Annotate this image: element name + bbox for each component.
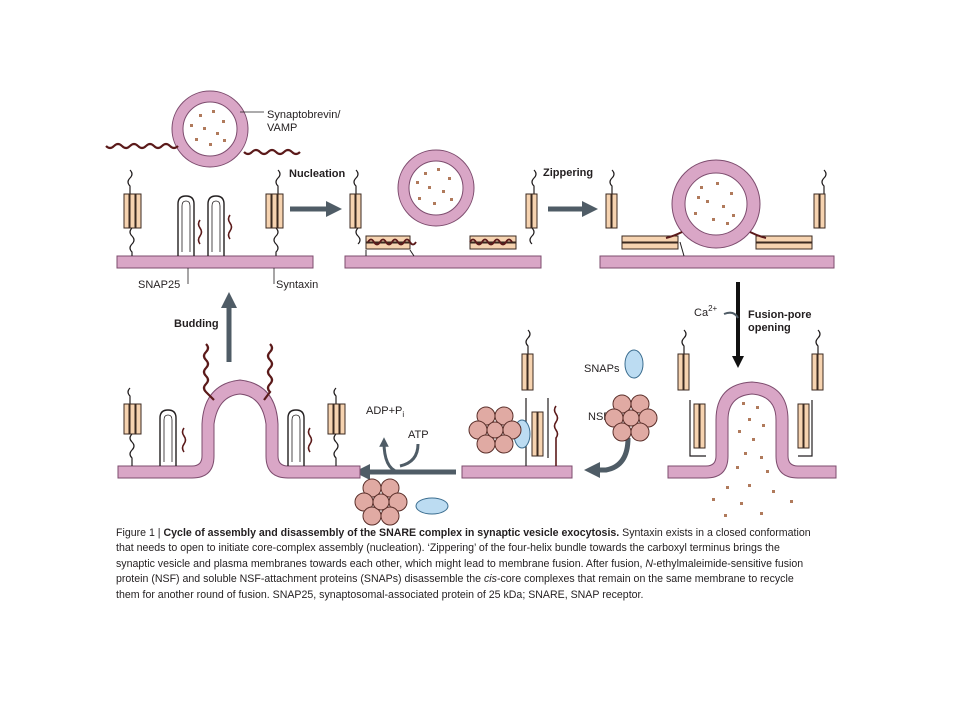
snaps-label: SNAPs: [584, 363, 620, 375]
synaptic-vesicle: [671, 159, 761, 249]
plasma-membrane: [599, 255, 835, 269]
figure-label: Figure 1 |: [116, 527, 164, 539]
syntaxin-closed-left: [123, 169, 142, 256]
atp-input: [399, 443, 420, 468]
snare-complex-right: [755, 169, 827, 250]
caption-italic-cis: cis: [484, 573, 497, 586]
syntaxin-closed-right: [265, 169, 284, 256]
syntaxin-closed-right: [327, 387, 346, 466]
snaps-released: [415, 497, 449, 515]
panel-nucleation: [344, 149, 542, 269]
calcium-label: Ca2+: [694, 304, 718, 319]
panel-budding: [117, 343, 361, 479]
nsf-binding-arrow: [583, 437, 631, 479]
figure-caption: Figure 1 | Cycle of assembly and disasse…: [116, 526, 816, 603]
synaptobrevin-left: [105, 142, 179, 150]
nsf-released: [354, 478, 408, 526]
snap25-loop-right: [287, 409, 313, 466]
synaptobrevin-label: Synaptobrevin/: [267, 109, 341, 121]
budding-label: Budding: [174, 318, 219, 330]
fusion-pore-label: Fusion-pore: [748, 309, 812, 321]
syntaxin-open-left: [349, 169, 415, 257]
syntaxin-open-right: [469, 169, 538, 250]
nsf-hexamer: [604, 394, 658, 442]
fused-membrane: [667, 381, 837, 479]
panel-fusion: [667, 329, 837, 517]
panel-resting-state: Synaptobrevin/ VAMP SNAP25: [105, 90, 341, 291]
budding-membrane: [117, 379, 361, 479]
caption-body-1: Syntaxin exists in a closed conformation…: [116, 527, 811, 570]
caption-italic-n: N: [645, 557, 654, 570]
synaptobrevin-left: [665, 231, 683, 239]
snaps-protein: [624, 349, 644, 379]
caption-body-3: -core complexes that remain on the same …: [116, 573, 794, 601]
snap25-loops: [177, 195, 233, 256]
nsf-bound: [468, 406, 522, 454]
cis-snare-right: [797, 329, 824, 457]
fusion-pore-label-2: opening: [748, 322, 791, 334]
panel-zippering: [599, 159, 835, 269]
adp-output: [379, 437, 399, 474]
synaptobrevin-right: [243, 148, 301, 156]
caption-title: Cycle of assembly and disassembly of the…: [163, 527, 620, 539]
nucleation-label: Nucleation: [289, 168, 346, 180]
snare-wave-left: [367, 238, 417, 246]
synaptic-vesicle: [397, 149, 475, 227]
adp-label: ADP+Pi: [366, 405, 404, 419]
snare-complex-left: [605, 169, 685, 257]
synaptobrevin-right: [749, 231, 767, 239]
synaptic-vesicle: [171, 90, 249, 168]
synaptobrevin-left: [202, 343, 215, 401]
cis-snare-left: [677, 329, 706, 457]
syntaxin-closed-left: [123, 387, 142, 466]
syntaxin-label: Syntaxin: [276, 279, 318, 291]
snap25-label: SNAP25: [138, 279, 180, 291]
snare-wave-right: [469, 238, 513, 246]
released-neurotransmitter: [712, 402, 793, 517]
atp-label: ATP: [408, 429, 429, 441]
caption-body-2: -ethylmaleimide-sensitive fusion protein…: [116, 557, 804, 586]
cis-snare-complex: [521, 329, 559, 466]
nsf-label: NSF: [588, 411, 610, 423]
plasma-membrane: [116, 255, 314, 269]
synaptobrevin-right: [263, 343, 274, 401]
calcium-leader: [723, 311, 739, 319]
vamp-label: VAMP: [267, 122, 297, 134]
zippering-label: Zippering: [543, 167, 593, 179]
plasma-membrane: [461, 465, 573, 479]
plasma-membrane: [344, 255, 542, 269]
snap25-loop-left: [159, 409, 187, 466]
panel-nsf-bound: [461, 329, 573, 479]
